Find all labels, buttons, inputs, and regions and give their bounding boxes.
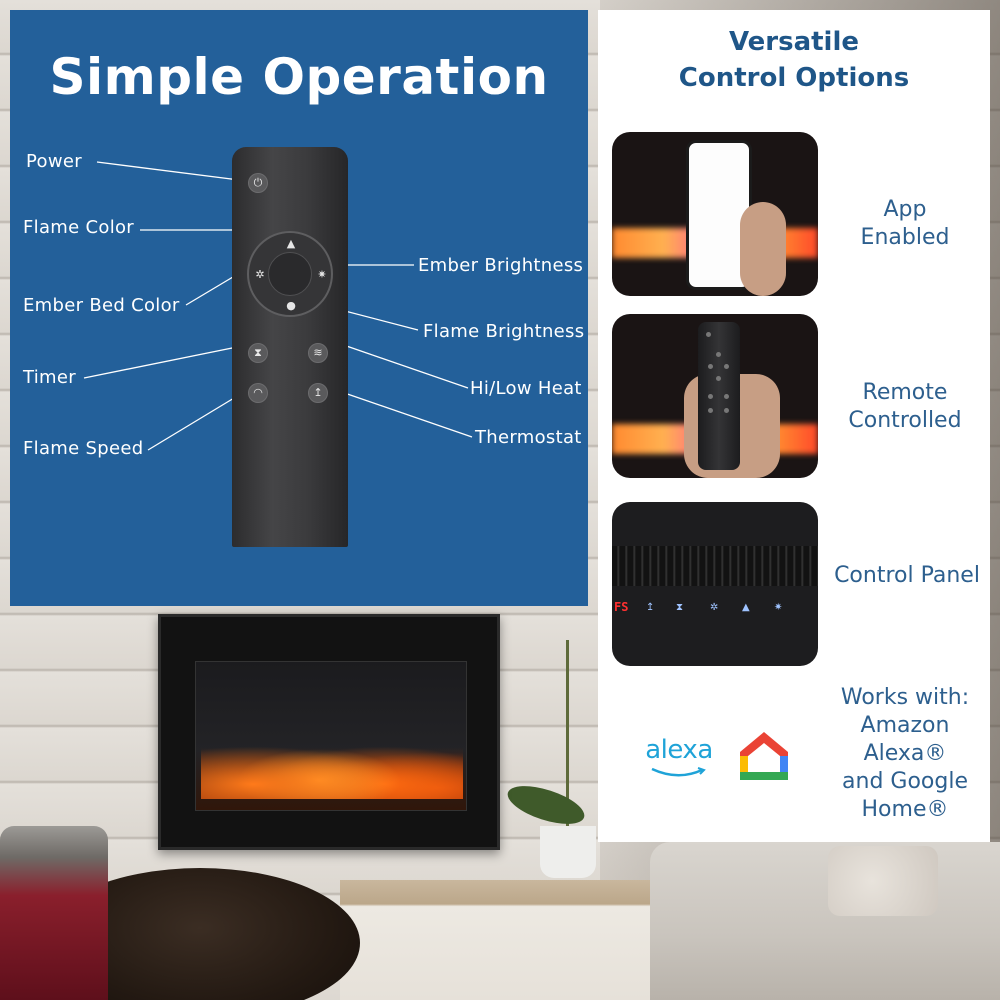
control-options-title-line2: Control Options [678,63,910,93]
callout-thermostat: Thermostat [475,427,582,448]
control-options-title-line1: Versatile [728,27,860,57]
simple-operation-panel: Simple Operation ⏻ ▲ ✲ ✷ ● ⧗ ≋ ◠ ↥ Power… [10,10,588,606]
thermometer-icon: ↥ [308,383,328,403]
google-home-icon [740,732,788,780]
bulb-icon: ● [286,299,296,312]
remote-control-image: ⏻ ▲ ✲ ✷ ● ⧗ ≋ ◠ ↥ [232,147,348,547]
flame-icon: ▲ [286,237,296,250]
power-icon: ⏻ [248,173,268,193]
works-with-line2: Amazon [860,713,950,738]
works-with-text: Works with: Amazon Alexa® and Google Hom… [822,684,988,824]
callout-power: Power [26,151,82,172]
control-panel-photo: FS ↥ ⧗ ✲ ▲ ✷ [612,502,818,666]
pillow [828,846,938,916]
control-panel-display: FS [614,600,629,614]
remote-direction-ring: ▲ ✲ ✷ ● [247,231,333,317]
fireplace-flames [201,725,463,799]
orchid-stem [566,640,569,830]
heater-vents [612,546,818,586]
callout-ember-bed-color: Ember Bed Color [23,295,180,316]
panel-thermometer-icon: ↥ [646,602,655,613]
alexa-logo: alexa [644,735,714,779]
mini-remote-button [724,364,729,369]
option-remote-controlled: Remote Controlled [822,379,988,435]
works-with-line3: Alexa® [863,741,947,766]
mini-remote [698,322,740,470]
leader-hi-low-heat [331,340,469,389]
leader-power [96,161,248,182]
works-with-line5: Home® [861,797,949,822]
simple-operation-title: Simple Operation [49,48,549,106]
orchid-pot [540,826,596,878]
remote-center-button [268,252,312,296]
panel-flame-icon: ▲ [742,602,750,613]
alexa-smile [651,767,706,777]
panel-hourglass-icon: ⧗ [676,602,684,613]
works-with-line4: and Google [842,769,968,794]
hourglass-icon: ⧗ [248,343,268,363]
callout-flame-speed: Flame Speed [23,438,144,459]
mini-remote-button [716,376,721,381]
option-app-line1: App [883,197,927,222]
option-app-line2: Enabled [860,225,950,250]
remote-controlled-photo [612,314,818,478]
callout-ember-brightness: Ember Brightness [418,255,584,276]
alexa-logo-text: alexa [645,735,713,765]
white-console [340,880,670,1000]
wall-fireplace [158,614,500,850]
app-enabled-photo [612,132,818,296]
option-remote-line1: Remote [862,380,948,405]
option-remote-line2: Controlled [848,408,962,433]
callout-timer: Timer [23,367,76,388]
leader-thermostat [329,387,473,438]
sofa [650,842,1000,1000]
sun-icon: ✷ [317,268,327,281]
control-options-title: Versatile Control Options [598,24,990,96]
panel-sun-icon: ✷ [774,602,783,613]
callout-hi-low-heat: Hi/Low Heat [470,378,582,399]
mini-remote-button [706,332,711,337]
option-app-enabled: App Enabled [822,196,988,252]
mini-remote-button [716,352,721,357]
works-with-line1: Works with: [840,685,970,710]
control-options-panel: Versatile Control Options App Enabled Re… [598,10,990,842]
mini-remote-button [724,408,729,413]
ember-icon: ✲ [255,268,265,281]
leader-flame-speed [147,391,245,451]
mini-remote-button [724,394,729,399]
leader-timer [83,345,243,379]
mini-remote-button [708,364,713,369]
hand [740,202,786,296]
candle-jar [0,826,108,1000]
callout-flame-color: Flame Color [23,217,135,238]
flame-speed-icon: ◠ [248,383,268,403]
panel-ember-icon: ✲ [710,602,719,613]
option-control-panel: Control Panel [834,563,980,588]
callout-flame-brightness: Flame Brightness [423,321,585,342]
mini-remote-button [708,408,713,413]
mini-remote-button [708,394,713,399]
heat-waves-icon: ≋ [308,343,328,363]
